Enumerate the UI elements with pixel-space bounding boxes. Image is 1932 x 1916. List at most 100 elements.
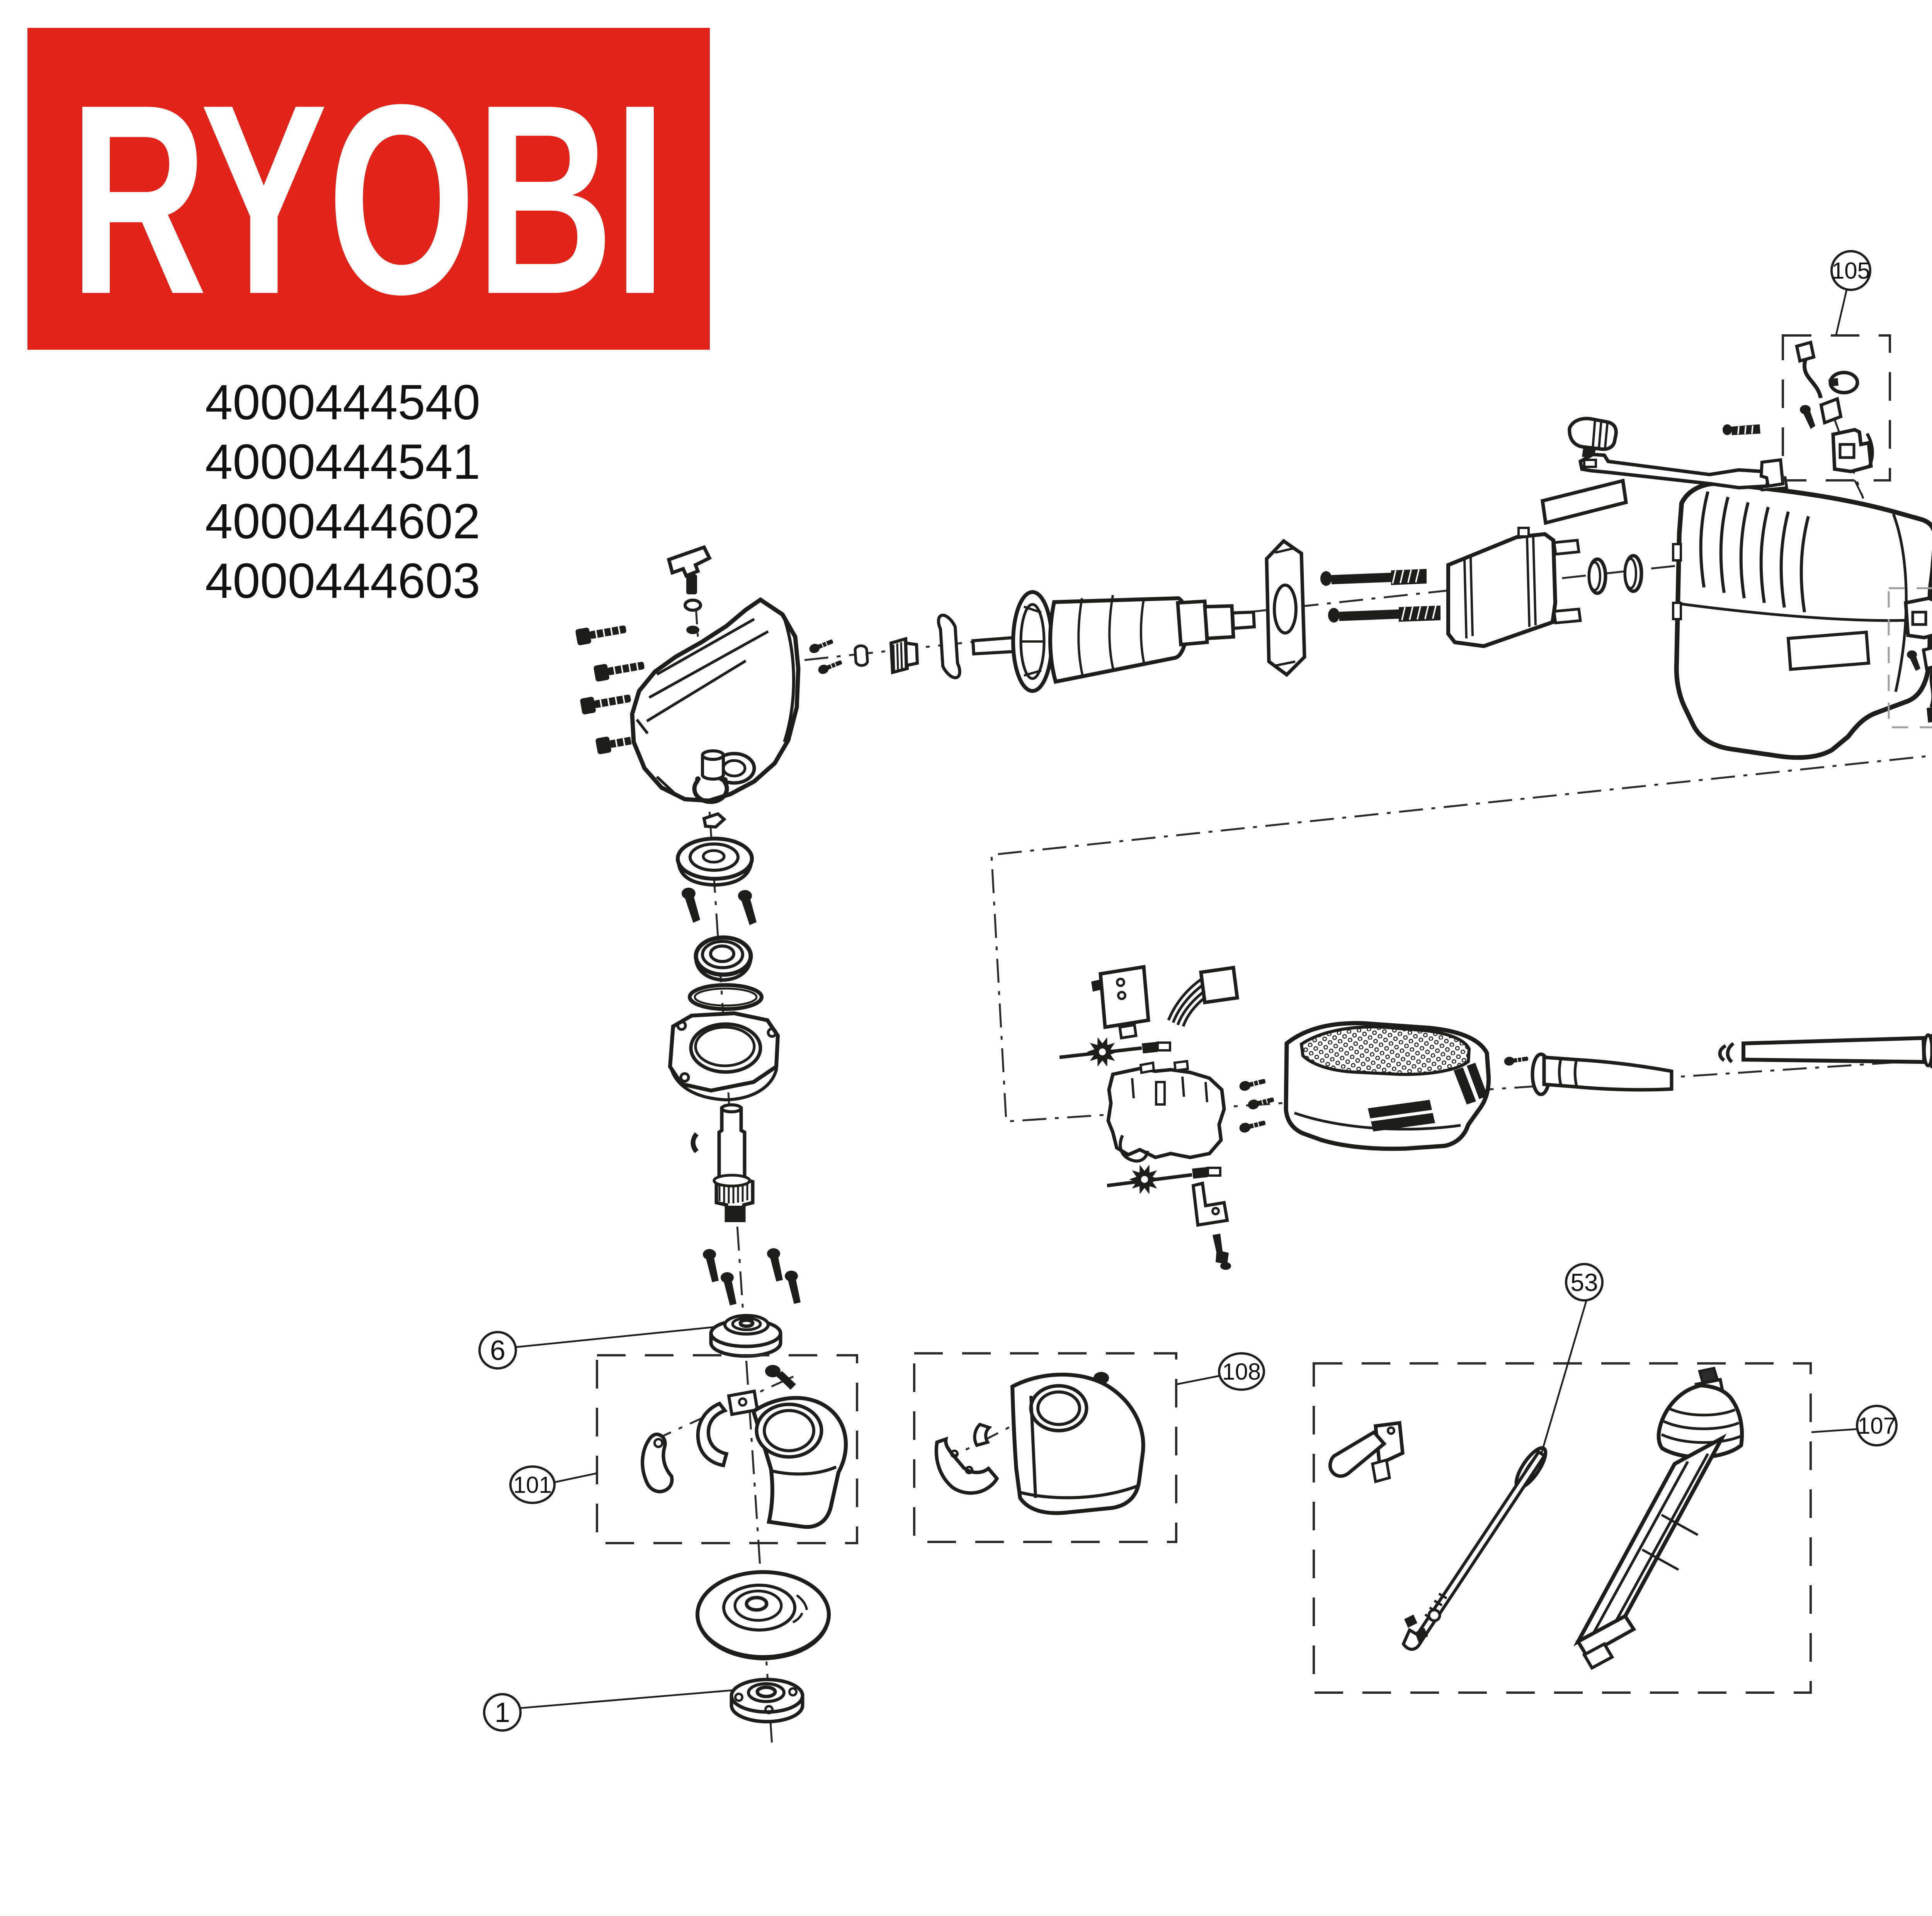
- diagram-detail: [1220, 1262, 1231, 1270]
- leader-line-6: [515, 1326, 714, 1348]
- gear-case-screw: [807, 636, 835, 655]
- diagram-detail: [1540, 478, 1628, 525]
- diagram-detail: [1199, 965, 1240, 1005]
- diagram-detail: [1592, 1453, 1709, 1634]
- diagram-detail: [1156, 1041, 1171, 1052]
- diagram-detail: [1582, 1642, 1614, 1670]
- diagram-detail: [1803, 410, 1815, 429]
- model-number: 4000444541: [205, 434, 480, 490]
- diagram-detail: [1641, 1514, 1699, 1571]
- diagram-detail: [1119, 1135, 1149, 1163]
- callout-53[interactable]: 53: [1541, 1263, 1604, 1453]
- diagram-detail: [1332, 573, 1391, 584]
- callout-1[interactable]: 1: [483, 1689, 732, 1732]
- spindle-clip: [690, 1132, 699, 1153]
- diagram-detail: [1176, 599, 1209, 647]
- armature-fan: [1011, 590, 1054, 693]
- diagram-detail: [1854, 480, 1864, 498]
- callout-108[interactable]: 108: [1177, 1352, 1265, 1391]
- dashed-box-brush-right: [1888, 587, 1932, 728]
- flange-screw: [738, 890, 757, 925]
- diagram-detail: [1207, 1167, 1221, 1177]
- diagram-detail: [1192, 1167, 1208, 1179]
- diagram-detail: [738, 1318, 755, 1328]
- accessory-kit-box: [1313, 1362, 1812, 1694]
- diagram-detail: [1424, 1593, 1447, 1620]
- brand-logo-box: [27, 28, 710, 350]
- diagram-detail: [889, 636, 909, 675]
- callout-107[interactable]: 107: [1811, 1405, 1898, 1446]
- cord-cable: [1742, 1036, 1927, 1064]
- bracket-screw: [1213, 1234, 1231, 1270]
- diagram-detail: [694, 1026, 756, 1067]
- brush-kit-box-105: [1782, 334, 1891, 498]
- diagram-detail: [1795, 340, 1816, 363]
- diagram-detail: [771, 1465, 837, 1476]
- diagram-detail: [1118, 1023, 1138, 1040]
- bearing-flange: [668, 1011, 780, 1102]
- diagram-detail: [679, 1072, 690, 1083]
- lock-lever-bar: [1578, 453, 1785, 490]
- diagram-detail: [694, 987, 758, 1007]
- brush-holder: [1831, 428, 1874, 473]
- diagram-detail: [1339, 609, 1399, 621]
- diagram-detail: [701, 749, 725, 761]
- power-cord: [1718, 1033, 1932, 1069]
- diagram-detail: [1392, 569, 1420, 584]
- diagram-detail: [1923, 1033, 1932, 1067]
- dashed-box-108: [913, 1352, 1177, 1543]
- cover-screw: [721, 1272, 736, 1305]
- diagram-detail: [1583, 459, 1597, 468]
- callout-6[interactable]: 6: [478, 1326, 714, 1370]
- bevel-pinion: [889, 636, 919, 675]
- gear-case-screw: [816, 657, 844, 676]
- diagram-detail: [1117, 991, 1126, 1000]
- diagram-detail: [1191, 1181, 1229, 1227]
- dashed-box-101: [596, 1354, 858, 1544]
- diagram-detail: [636, 718, 675, 794]
- diagram-detail: [1368, 1100, 1435, 1132]
- motor-housing: [1672, 476, 1932, 760]
- diagram-detail: [667, 545, 712, 578]
- leader-line-1: [520, 1689, 732, 1709]
- callout-105[interactable]: 105: [1830, 250, 1871, 335]
- gear-case-bolt: [592, 656, 646, 683]
- diagram-detail: [1387, 1426, 1395, 1435]
- diagram-detail: [478, 1331, 517, 1370]
- diagram-detail: [692, 779, 729, 804]
- diagram-detail: [1672, 602, 1682, 620]
- capacitor-wire: [1795, 340, 1823, 399]
- diagram-detail: [1679, 513, 1931, 692]
- diagram-detail: [1830, 250, 1871, 291]
- diagram-detail: [788, 1278, 801, 1304]
- guard-clamp-segment: [934, 1423, 999, 1495]
- diagram-detail: [1087, 1037, 1118, 1067]
- diagram-detail: [747, 1682, 786, 1703]
- diagram-detail: [1167, 977, 1207, 1027]
- leader-line-108: [1177, 1375, 1220, 1385]
- inner-housing: [1106, 1060, 1226, 1163]
- diagram-detail: [934, 1436, 999, 1495]
- diagram-detail: [1803, 359, 1823, 399]
- diagram-detail: [714, 1106, 755, 1222]
- diagram-detail: [783, 618, 795, 743]
- diagram-detail: [1048, 596, 1189, 684]
- diagram-detail: [741, 897, 757, 925]
- inner-flange: [709, 1314, 782, 1358]
- diagram-detail: [1454, 1063, 1488, 1104]
- cutoff-guard: [1010, 1373, 1145, 1515]
- diagram-detail: [755, 1685, 777, 1698]
- o-ring: [688, 983, 764, 1011]
- model-numbers: 4000444540 4000444541 4000444602 4000444…: [205, 375, 480, 609]
- dashed-box-accessories: [1313, 1362, 1812, 1694]
- spade-connector: [1927, 707, 1932, 723]
- diagram-detail: [1320, 571, 1332, 586]
- diagram-detail: [1022, 606, 1043, 677]
- callout-101[interactable]: 101: [509, 1465, 598, 1504]
- model-number: 4000444603: [205, 553, 480, 609]
- diagram-detail: [1371, 1458, 1391, 1484]
- switch-assembly: [1059, 965, 1276, 1270]
- diagram-detail: [1203, 604, 1235, 640]
- diagram-detail: [1828, 378, 1838, 386]
- diagram-detail: [1106, 1067, 1226, 1159]
